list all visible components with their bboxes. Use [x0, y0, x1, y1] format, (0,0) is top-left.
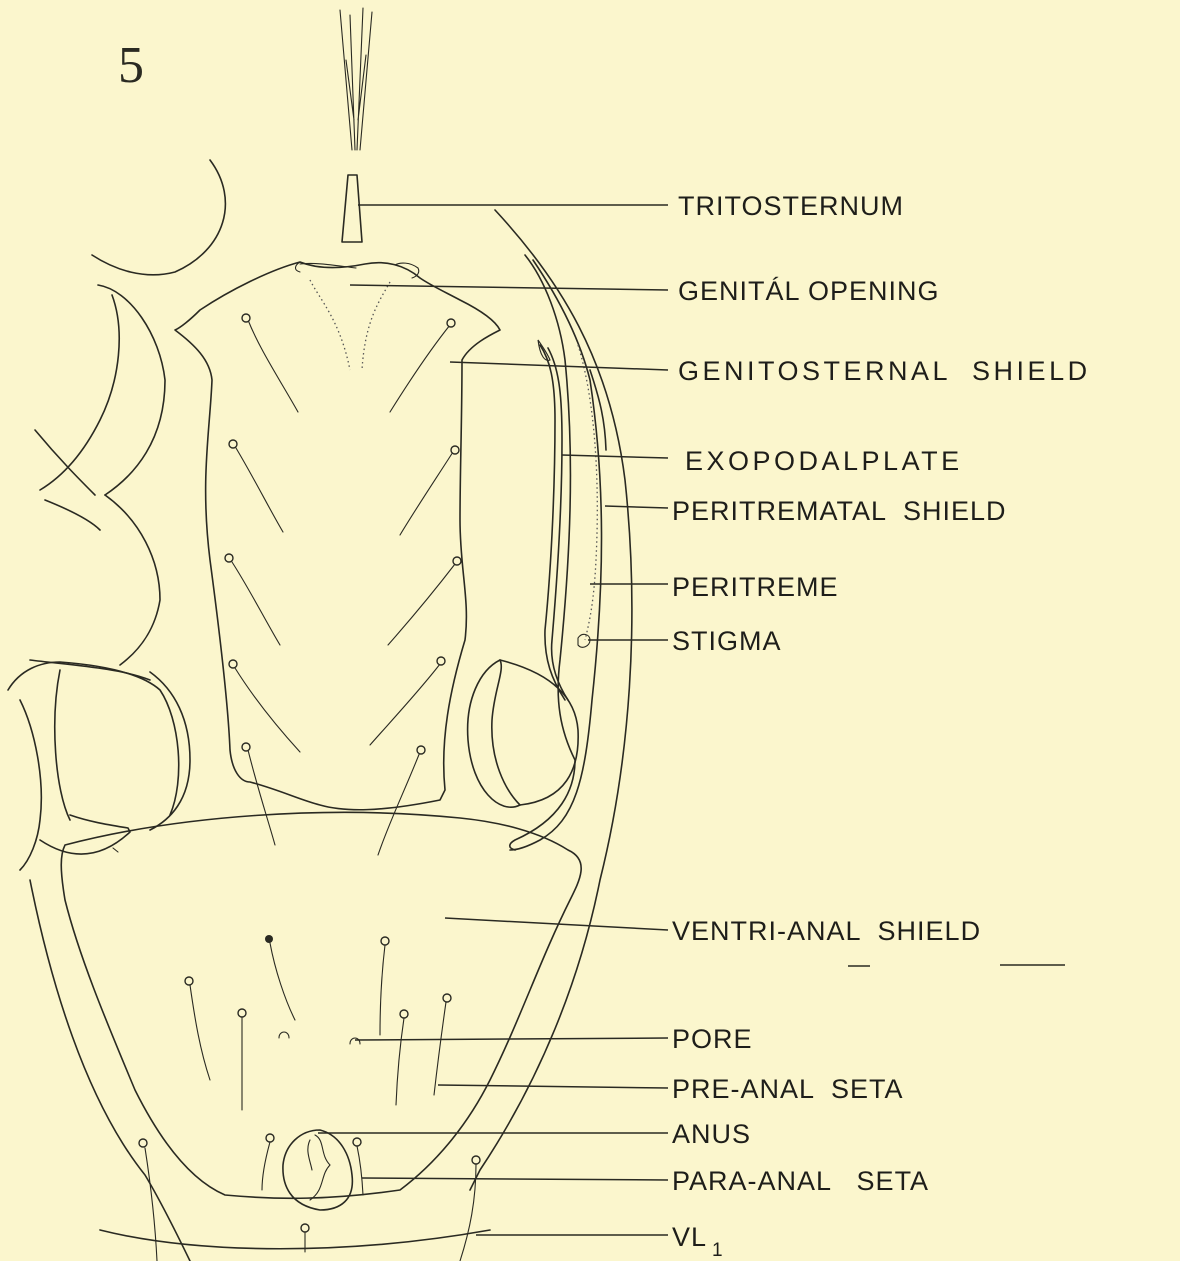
- label-ventri-anal-shield: VENTRI-ANAL SHIELD: [672, 916, 981, 946]
- label-exopodal-plate: EXOPODALPLATE: [685, 446, 963, 476]
- label-peritrematal-shield: PERITREMATAL SHIELD: [672, 496, 1007, 526]
- label-tritosternum: TRITOSTERNUM: [678, 191, 904, 221]
- label-genital-opening: GENITÁL OPENING: [678, 276, 940, 306]
- genitosternal-shield-outline: [175, 262, 500, 810]
- label-pre-anal-seta: PRE-ANAL SETA: [672, 1074, 904, 1104]
- leg-coxae-outlines: [8, 160, 225, 870]
- label-anus: ANUS: [672, 1119, 751, 1149]
- coxa-iv-outline: [468, 660, 579, 807]
- label-pore: PORE: [672, 1024, 753, 1054]
- labels: TRITOSTERNUM GENITÁL OPENING GENITOSTERN…: [672, 191, 1091, 1261]
- label-para-anal-seta: PARA-ANAL SETA: [672, 1166, 929, 1196]
- anal-region: [139, 1130, 480, 1261]
- figure-number: 5: [118, 37, 144, 94]
- label-vl1: VL: [672, 1222, 707, 1252]
- genitosternal-setae: [225, 314, 461, 855]
- ventri-anal-shield-outline: [30, 812, 581, 1261]
- label-genitosternal-shield: GENITOSTERNAL SHIELD: [678, 356, 1091, 386]
- label-stigma: STIGMA: [672, 626, 782, 656]
- ventral-setae: [185, 935, 451, 1110]
- label-vl1-subscript: 1: [712, 1240, 724, 1261]
- tritosternum-structure: [340, 8, 372, 242]
- label-peritreme: PERITREME: [672, 572, 839, 602]
